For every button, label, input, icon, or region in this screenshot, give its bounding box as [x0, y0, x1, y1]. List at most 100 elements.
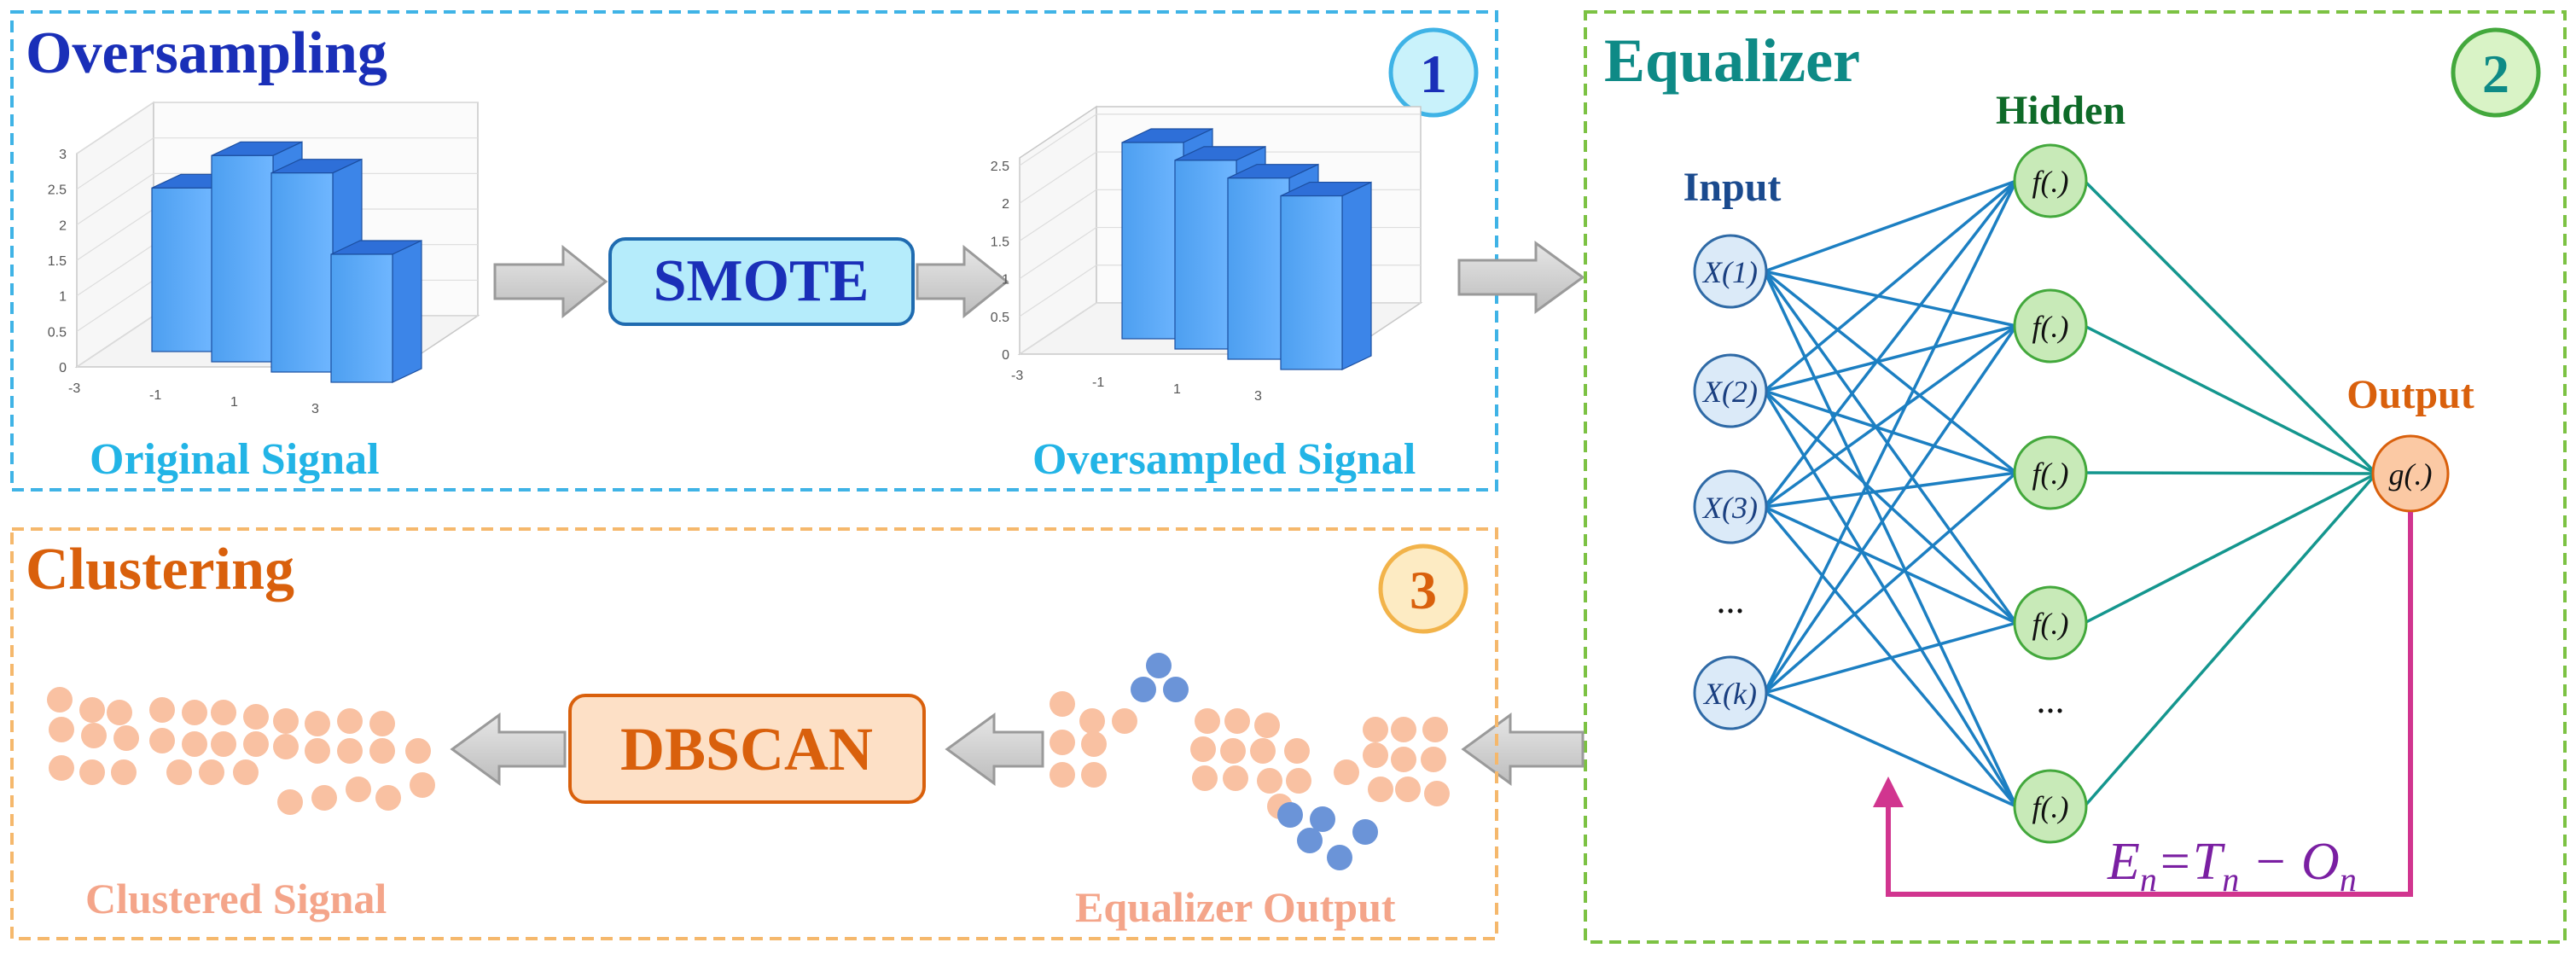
- hidden-ellipsis: ...: [2037, 679, 2065, 721]
- chart-y-tick: 1: [1002, 273, 1009, 288]
- input-node: X(1): [1693, 234, 1768, 309]
- chart-y-tick: 2: [1002, 197, 1009, 212]
- clustered-signal-point: [49, 755, 74, 781]
- hidden-node: f(.): [2013, 435, 2088, 510]
- chart-y-tick: 2: [59, 218, 67, 233]
- chart-grid-line: [76, 172, 154, 225]
- input-node-circle: [1693, 469, 1768, 544]
- oversampling-title: Oversampling: [26, 20, 387, 86]
- hidden-node-circle: [2013, 769, 2088, 844]
- hidden-node-circle: [2013, 435, 2088, 510]
- chart-y-tick: 0.5: [991, 311, 1009, 325]
- equalizer-output-point: [1250, 738, 1276, 764]
- clustered-signal-point: [305, 738, 330, 764]
- clustered-signal-point: [410, 772, 435, 798]
- input-hidden-edge: [1763, 471, 2018, 695]
- input-node: X(3): [1693, 469, 1768, 544]
- clustering-border: [10, 527, 1498, 940]
- oversampling-border: [10, 10, 1498, 492]
- output-node-circle: [2371, 434, 2450, 513]
- hidden-output-edge: [2083, 472, 2378, 808]
- network-edges: [1763, 179, 2378, 808]
- bar-front: [1121, 142, 1184, 340]
- equalizer-output-point: [1050, 691, 1075, 717]
- chart-y-tick: 1: [59, 290, 67, 305]
- hidden-output-edge: [2083, 179, 2378, 475]
- equalizer-output-point: [1190, 736, 1216, 762]
- hidden-node: f(.): [2013, 143, 2088, 218]
- chart-grid-line: [1019, 227, 1097, 280]
- equalizer-output-point: [1220, 738, 1246, 764]
- oversampled-signal-label: Oversampled Signal: [1032, 435, 1416, 484]
- equalizer-output-point: [1257, 768, 1282, 794]
- equalizer-output-point: [1391, 747, 1416, 772]
- clustered-signal-point: [369, 711, 395, 736]
- clustered-signal-point: [211, 700, 236, 725]
- input-node: X(k): [1693, 655, 1768, 730]
- bar-front: [211, 154, 274, 363]
- equalizer-output-point: [1081, 762, 1107, 788]
- chart-grid-line: [1019, 151, 1097, 204]
- clustered-signal-point: [273, 734, 299, 759]
- equalizer-title: Equalizer: [1604, 26, 1860, 95]
- equalizer-output-point: [1192, 765, 1218, 791]
- clustered-signal-point: [305, 711, 330, 736]
- smote-box: SMOTE: [608, 237, 915, 326]
- smote-label: SMOTE: [654, 248, 869, 314]
- hidden-output-edge: [2084, 471, 2377, 475]
- bar-side: [392, 240, 422, 383]
- equalizer-output-point-outlier: [1327, 845, 1352, 870]
- chart-grid-line: [1019, 302, 1097, 355]
- hidden-output-edge: [2084, 472, 2377, 625]
- equalizer-output-point: [1363, 717, 1388, 742]
- hidden-layer-label: Hidden: [1996, 88, 2125, 133]
- input-node-label: X(k): [1702, 677, 1757, 711]
- input-hidden-edge: [1764, 691, 2017, 808]
- chart-x-tick: -3: [1011, 369, 1023, 383]
- input-hidden-edge: [1764, 621, 2017, 695]
- arrow-from-smote: [916, 244, 1009, 319]
- input-hidden-edge: [1764, 505, 2017, 625]
- bar-front: [330, 253, 393, 383]
- chart-x-tick: -3: [68, 381, 80, 396]
- output-node: g(.): [2371, 434, 2450, 513]
- input-hidden-edge: [1763, 390, 2018, 807]
- clustered-signal-point: [243, 731, 269, 757]
- clustered-signal-point: [111, 759, 137, 785]
- equalizer-output-point: [1079, 708, 1105, 734]
- bar: [1280, 181, 1372, 370]
- input-hidden-edge: [1763, 270, 2018, 625]
- equalizer-output-point-outlier: [1297, 828, 1323, 853]
- chart-y-tick: 0: [1002, 348, 1009, 363]
- equalizer-badge-number: 2: [2482, 44, 2509, 104]
- hidden-node-circle: [2013, 143, 2088, 218]
- chart-grid-line: [76, 102, 154, 154]
- bar-front: [270, 172, 334, 373]
- input-node-label: X(3): [1701, 491, 1758, 525]
- clustering-badge-number: 3: [1410, 560, 1437, 620]
- input-hidden-edge: [1763, 325, 2018, 694]
- chart-grid-line: [1019, 189, 1097, 241]
- equalizer-output-point: [1334, 759, 1359, 785]
- clustered-signal-point: [243, 704, 269, 730]
- equalizer-output-point: [1286, 768, 1311, 794]
- clustered-signal-point: [405, 738, 431, 764]
- equalizer-output-point: [1081, 731, 1107, 757]
- hidden-node: f(.): [2013, 288, 2088, 364]
- hidden-node-label: f(.): [2032, 457, 2069, 491]
- input-hidden-edge: [1764, 270, 2017, 328]
- equalizer-output-point-outlier: [1146, 653, 1172, 678]
- equalizer-output-point: [1391, 717, 1416, 742]
- chart-y-tick: 0.5: [48, 325, 67, 340]
- hidden-node-label: f(.): [2032, 607, 2069, 641]
- chart-grid-line: [76, 208, 154, 261]
- clustered-signal-point: [107, 700, 132, 725]
- bar-front: [151, 187, 214, 352]
- input-node-circle: [1693, 234, 1768, 309]
- clustered-signal-point: [375, 785, 401, 811]
- error-formula: En=Tn − On: [2107, 833, 2357, 899]
- chart-grid-line: [76, 279, 154, 332]
